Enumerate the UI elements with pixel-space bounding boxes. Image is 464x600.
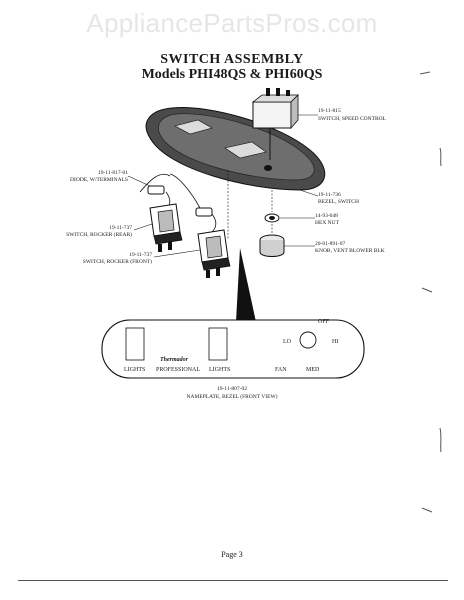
label-speed-control-name: SWITCH, SPEED CONTROL [318,116,387,122]
nameplate-brand: Thermador [160,357,189,363]
scan-mark [421,287,433,293]
label-rocker-front-number: 19-11-737 [129,252,152,258]
scan-mark [439,427,442,453]
nameplate-hi: HI [332,339,338,345]
nameplate-fan: FAN [275,367,287,373]
label-speed-control-number: 19-11-815 [318,108,341,114]
nameplate-lo: LO [283,339,292,345]
hex-nut [264,190,315,223]
label-nameplate-number: 19-11-807-02 [217,386,247,392]
label-bezel-name: BEZEL, SWITCH [318,199,359,205]
scan-mark [439,147,442,167]
diagram-title: SWITCH ASSEMBLY [160,52,304,67]
nameplate-lights-left: LIGHTS [124,367,145,373]
label-knob-name: KNOB, VENT BLOWER BLK [315,248,385,254]
label-hex-nut-number: 14-93-048 [315,213,338,219]
nameplate-off: OFF [318,319,330,325]
label-knob-number: 20-01-891-07 [315,241,345,247]
label-diode-name: DIODE, W/TERMINALS [70,177,128,183]
label-rocker-rear-number: 19-11-737 [109,225,132,231]
rocker-switch-front [197,229,231,278]
label-rocker-front-name: SWITCH, ROCKER (FRONT) [83,258,152,265]
diode-rear [139,173,171,211]
label-rocker-rear-name: SWITCH, ROCKER (REAR) [66,231,132,238]
nameplate-lights-right: LIGHTS [209,367,230,373]
bezel-switch-plate [145,107,326,191]
watermark: AppliancePartsPros.com [86,8,378,38]
rocker-switch-rear [149,203,183,252]
label-bezel-number: 19-11-736 [318,192,341,198]
nameplate-med: MED [306,367,320,373]
label-hex-nut-name: HEX NUT [315,220,340,226]
diode-front [169,173,217,233]
bottom-rule [18,580,448,581]
label-diode-number: 19-11-817-01 [98,170,128,176]
speed-control-switch [251,88,318,160]
view-wedge [236,248,256,322]
scan-mark [419,71,431,75]
nameplate-bezel: LIGHTS PROFESSIONAL LIGHTS Thermador OFF… [101,319,365,379]
diagram-subtitle: Models PHI48QS & PHI60QS [141,67,323,82]
vent-blower-knob [259,224,315,257]
scan-mark [421,507,433,513]
nameplate-professional: PROFESSIONAL [156,367,200,373]
page-number: Page 3 [221,550,243,559]
label-nameplate-name: NAMEPLATE, BEZEL (FRONT VIEW) [187,393,278,400]
